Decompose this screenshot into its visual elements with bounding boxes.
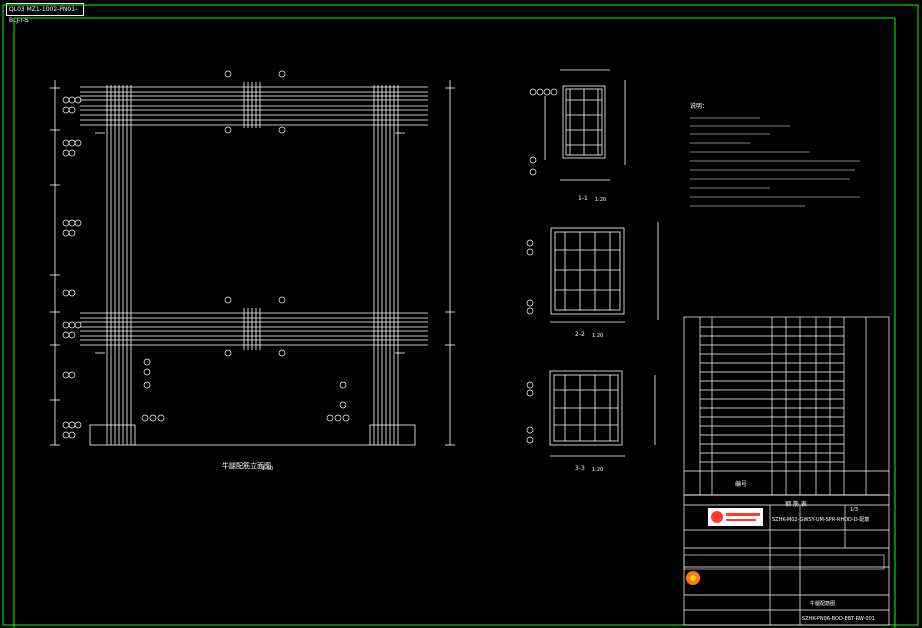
elevation-view	[50, 80, 455, 446]
left-column-bars	[106, 85, 132, 445]
center-bars-mid	[243, 308, 261, 350]
section-3-3	[549, 370, 656, 457]
rebar-table-title: 钢 筋 表	[785, 500, 807, 508]
notes-lines	[690, 117, 860, 207]
title-block-strip	[683, 554, 885, 570]
section-1-1-scale: 1:20	[595, 197, 606, 203]
right-column-bars	[373, 85, 399, 445]
project-code: SZHK-PN06-BOD-EBT-RW-001	[802, 616, 875, 622]
section-1-1-label: 1-1	[578, 195, 588, 202]
section-1-1	[544, 69, 626, 181]
sheet-number: 1/3	[850, 507, 858, 513]
company-logo-top	[708, 508, 763, 526]
outer-frame	[2, 4, 919, 626]
center-bars-top	[243, 82, 261, 128]
section-3-3-label: 3-3	[575, 465, 585, 472]
section-2-2	[550, 222, 659, 323]
elevation-scale: 1:50	[262, 466, 273, 472]
mid-beam-bars	[80, 312, 428, 346]
rebar-table-header-left: 编号	[735, 480, 747, 488]
section-3-3-scale: 1:20	[592, 467, 603, 473]
section-2-2-label: 2-2	[575, 331, 585, 338]
elevation-caption: 牛腿配筋立面图	[222, 461, 271, 470]
section-3-3-bubbles	[526, 381, 534, 444]
drawing-title: 牛腿配筋图	[810, 600, 835, 607]
section-2-2-scale: 1:20	[592, 333, 603, 339]
top-beam-bars	[80, 86, 428, 126]
doc-number: SZHK-M02-GWSY-UM-SPR-RHOD-D-配筋	[772, 516, 869, 523]
rebar-table	[683, 316, 890, 496]
window-tab[interactable]: QL03 MZ1-1002-PN01-BLJ-T-S	[6, 3, 84, 24]
notes-title: 说明：	[690, 102, 708, 110]
company-logo-bottom	[686, 571, 700, 585]
rebar-marker-bubbles	[62, 70, 350, 439]
section-2-2-bubbles	[526, 239, 534, 315]
section-1-1-bubbles	[529, 88, 558, 176]
